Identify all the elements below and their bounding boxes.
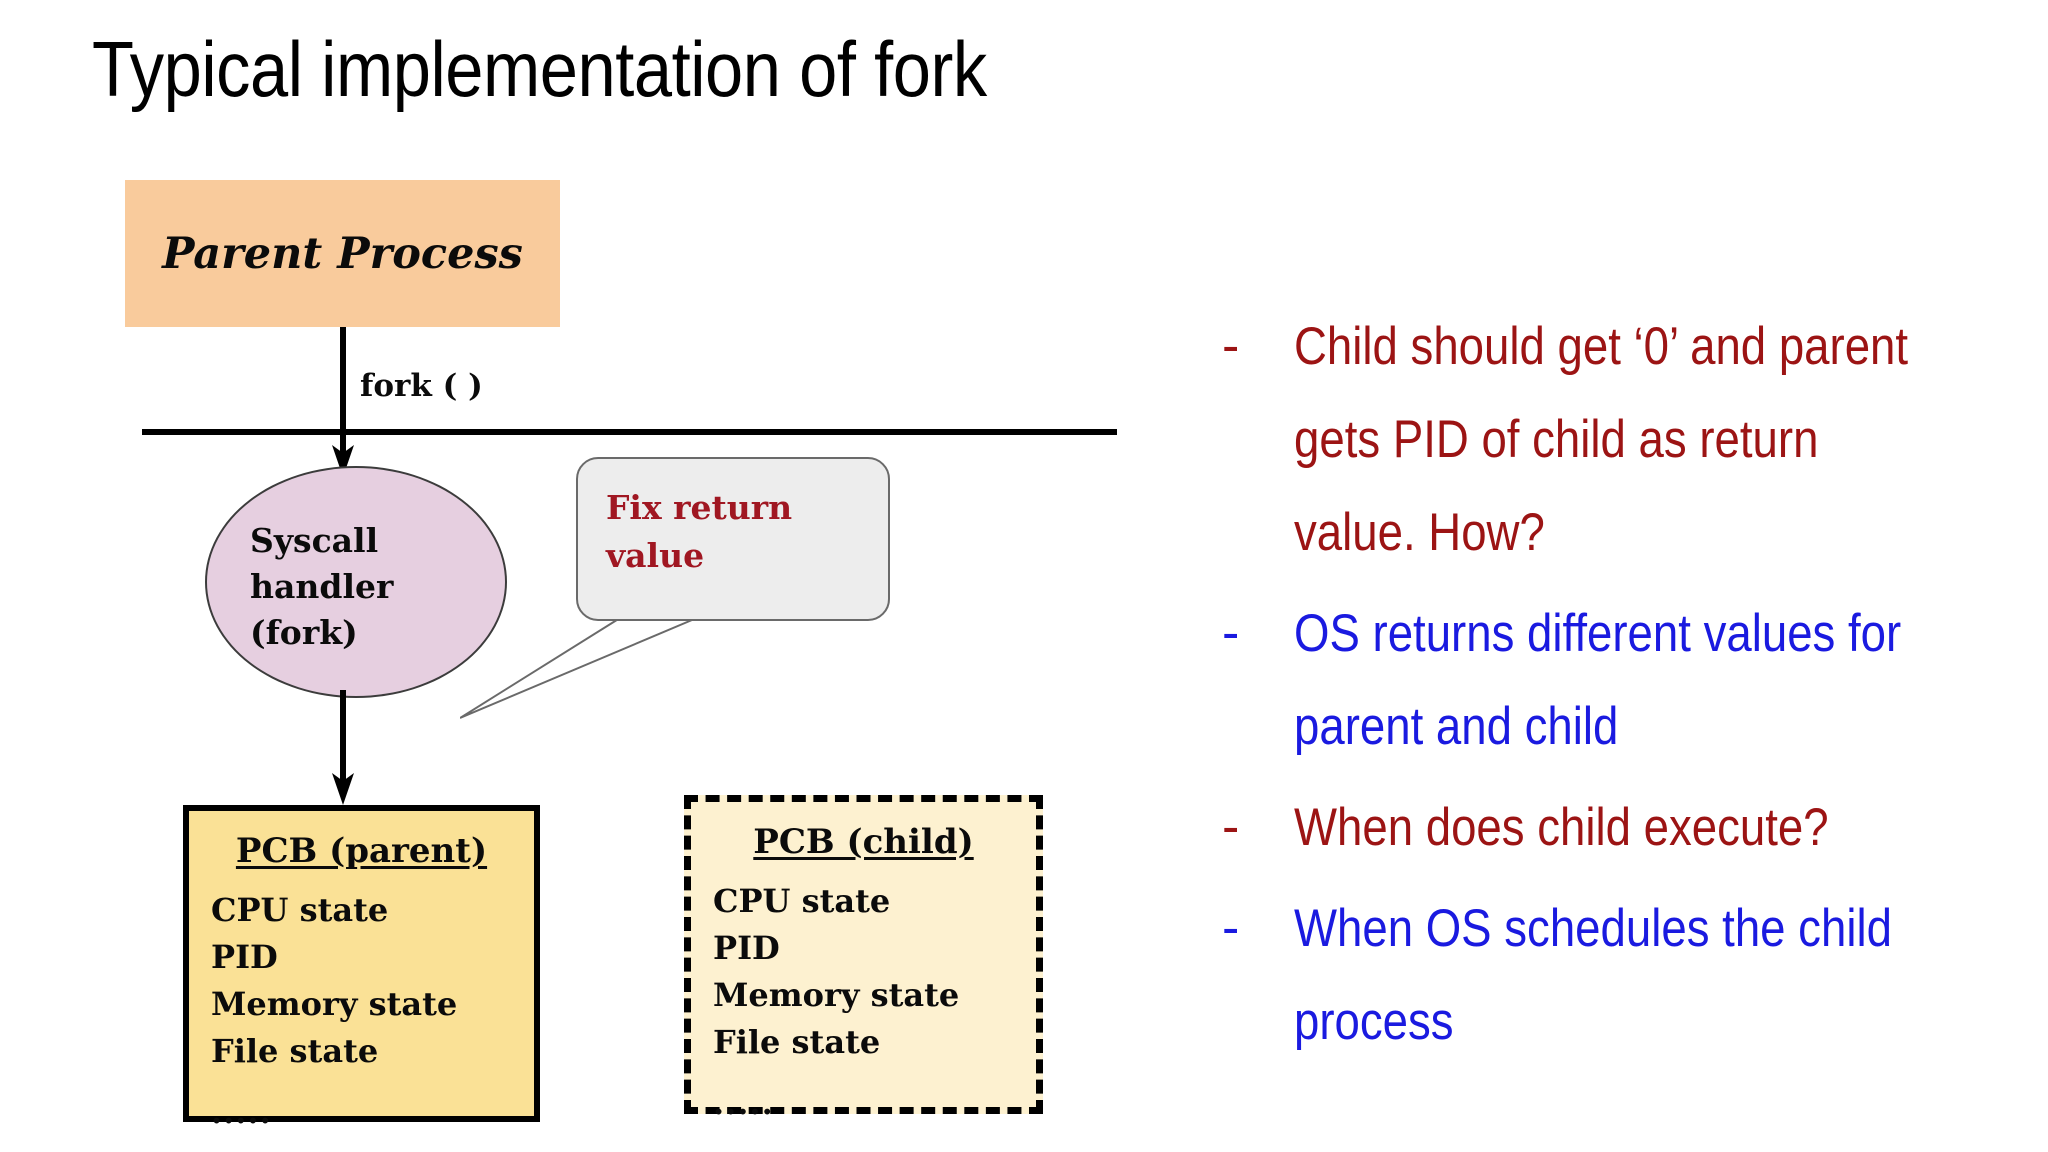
fork-call-label: fork ( ) <box>360 368 483 404</box>
parent-process-label: Parent Process <box>162 228 523 279</box>
syscall-handler-label: Syscall handler (fork) <box>250 521 394 652</box>
pcb-field: PID <box>211 938 278 976</box>
pcb-parent-box: PCB (parent) CPU state PID Memory state … <box>183 805 540 1131</box>
pcb-field: File state <box>713 1023 881 1061</box>
parent-process-box: Parent Process <box>125 180 560 327</box>
pcb-parent-fields: CPU state PID Memory state File state ..… <box>211 887 457 1136</box>
bullet-dash: - <box>1222 317 1240 375</box>
arrow-syscall-to-pcb-icon <box>332 690 354 805</box>
bullet-dash: - <box>1222 604 1240 662</box>
fork-implementation-diagram: Parent Process fork ( ) Syscall handler … <box>125 180 1117 1131</box>
bullet-text: OS returns different values for parent a… <box>1294 604 1902 756</box>
bullet-item-3: - When OS schedules the child process <box>1222 882 2022 1068</box>
pcb-child-title: PCB (child) <box>753 822 974 862</box>
pcb-parent-title: PCB (parent) <box>235 831 488 871</box>
page-title: Typical implementation of fork <box>92 25 987 113</box>
pcb-child-box: PCB (child) CPU state PID Memory state F… <box>684 795 1043 1122</box>
pcb-field-ellipsis: ..... <box>211 1093 272 1131</box>
bullet-text: When OS schedules the child process <box>1294 899 1892 1051</box>
bullet-dash: - <box>1222 899 1240 957</box>
arrow-parent-to-syscall-icon <box>332 327 354 477</box>
syscall-handler-ellipse <box>205 466 507 698</box>
bullet-item-2: - When does child execute? <box>1222 781 2022 874</box>
pcb-field: PID <box>713 929 780 967</box>
user-kernel-divider <box>142 429 1117 435</box>
pcb-field-ellipsis: ..... <box>713 1084 774 1122</box>
pcb-field: Memory state <box>211 985 458 1023</box>
fix-return-callout-label: Fix return value <box>606 488 793 575</box>
pcb-field: CPU state <box>211 891 389 929</box>
pcb-child-fields: CPU state PID Memory state File state ..… <box>713 878 959 1127</box>
bullet-list: - Child should get ‘0’ and parent gets P… <box>1222 300 2022 1076</box>
bullet-text: Child should get ‘0’ and parent gets PID… <box>1294 317 1909 562</box>
pcb-field: File state <box>211 1032 379 1070</box>
bullet-item-1: - OS returns different values for parent… <box>1222 587 2022 773</box>
bullet-text: When does child execute? <box>1294 798 1829 857</box>
pcb-field: Memory state <box>713 976 960 1014</box>
bullet-item-0: - Child should get ‘0’ and parent gets P… <box>1222 300 2022 579</box>
pcb-field: CPU state <box>713 882 891 920</box>
bullet-dash: - <box>1222 798 1240 856</box>
fix-return-callout-box <box>576 457 890 621</box>
